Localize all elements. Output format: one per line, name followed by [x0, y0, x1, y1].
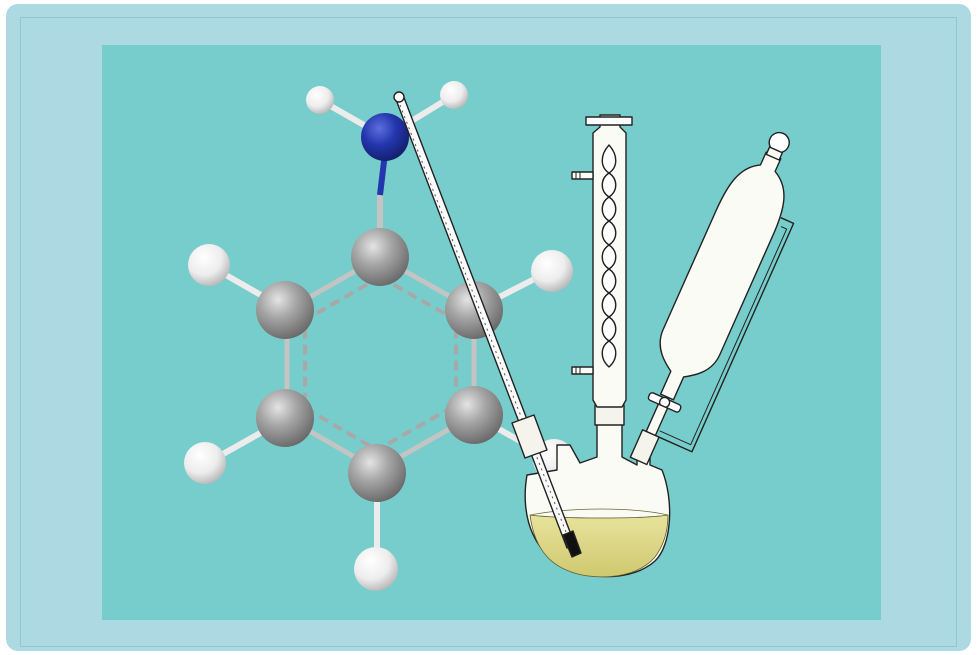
hydrogen-atom-3 [354, 547, 398, 591]
thermometer-adapter [511, 414, 548, 459]
water-inlet-nozzle [571, 366, 594, 375]
carbon-atom-3 [445, 386, 503, 444]
thermometer-bulb [562, 530, 582, 558]
center-joint [594, 404, 625, 426]
hydrogen-atom-2 [184, 442, 226, 484]
equalizer-arm [656, 217, 795, 453]
nozzle-ridges [575, 172, 581, 374]
dropping-funnel [629, 131, 795, 466]
nitrogen-atom [361, 113, 409, 161]
equalizer-arm-inner [659, 226, 788, 446]
hydrogen-atom-n1 [306, 86, 334, 114]
hydrogen-atom-1 [188, 244, 230, 286]
funnel-body [659, 151, 785, 401]
carbon-atom-1 [351, 228, 409, 286]
carbon-atom-4 [348, 444, 406, 502]
reflux-apparatus [393, 91, 795, 578]
aniline-molecule [184, 81, 575, 591]
condenser-top-lip [585, 116, 633, 126]
illustration-svg [102, 45, 881, 620]
water-outlet-nozzle [571, 171, 594, 180]
thermometer [393, 91, 582, 558]
carbon-atom-5 [256, 389, 314, 447]
hydrogen-atom-4 [531, 250, 573, 292]
thermometer-scale [399, 104, 572, 546]
funnel-joint [629, 429, 660, 466]
thermometer-top [393, 91, 405, 103]
stopper-neck [765, 146, 784, 161]
carbon-atom-6 [256, 281, 314, 339]
condenser [571, 114, 633, 408]
liquid-meniscus [529, 508, 669, 516]
condenser-inner-coil [601, 144, 617, 368]
illustration-scene [102, 45, 881, 620]
hydrogen-atom-n2 [440, 81, 468, 109]
